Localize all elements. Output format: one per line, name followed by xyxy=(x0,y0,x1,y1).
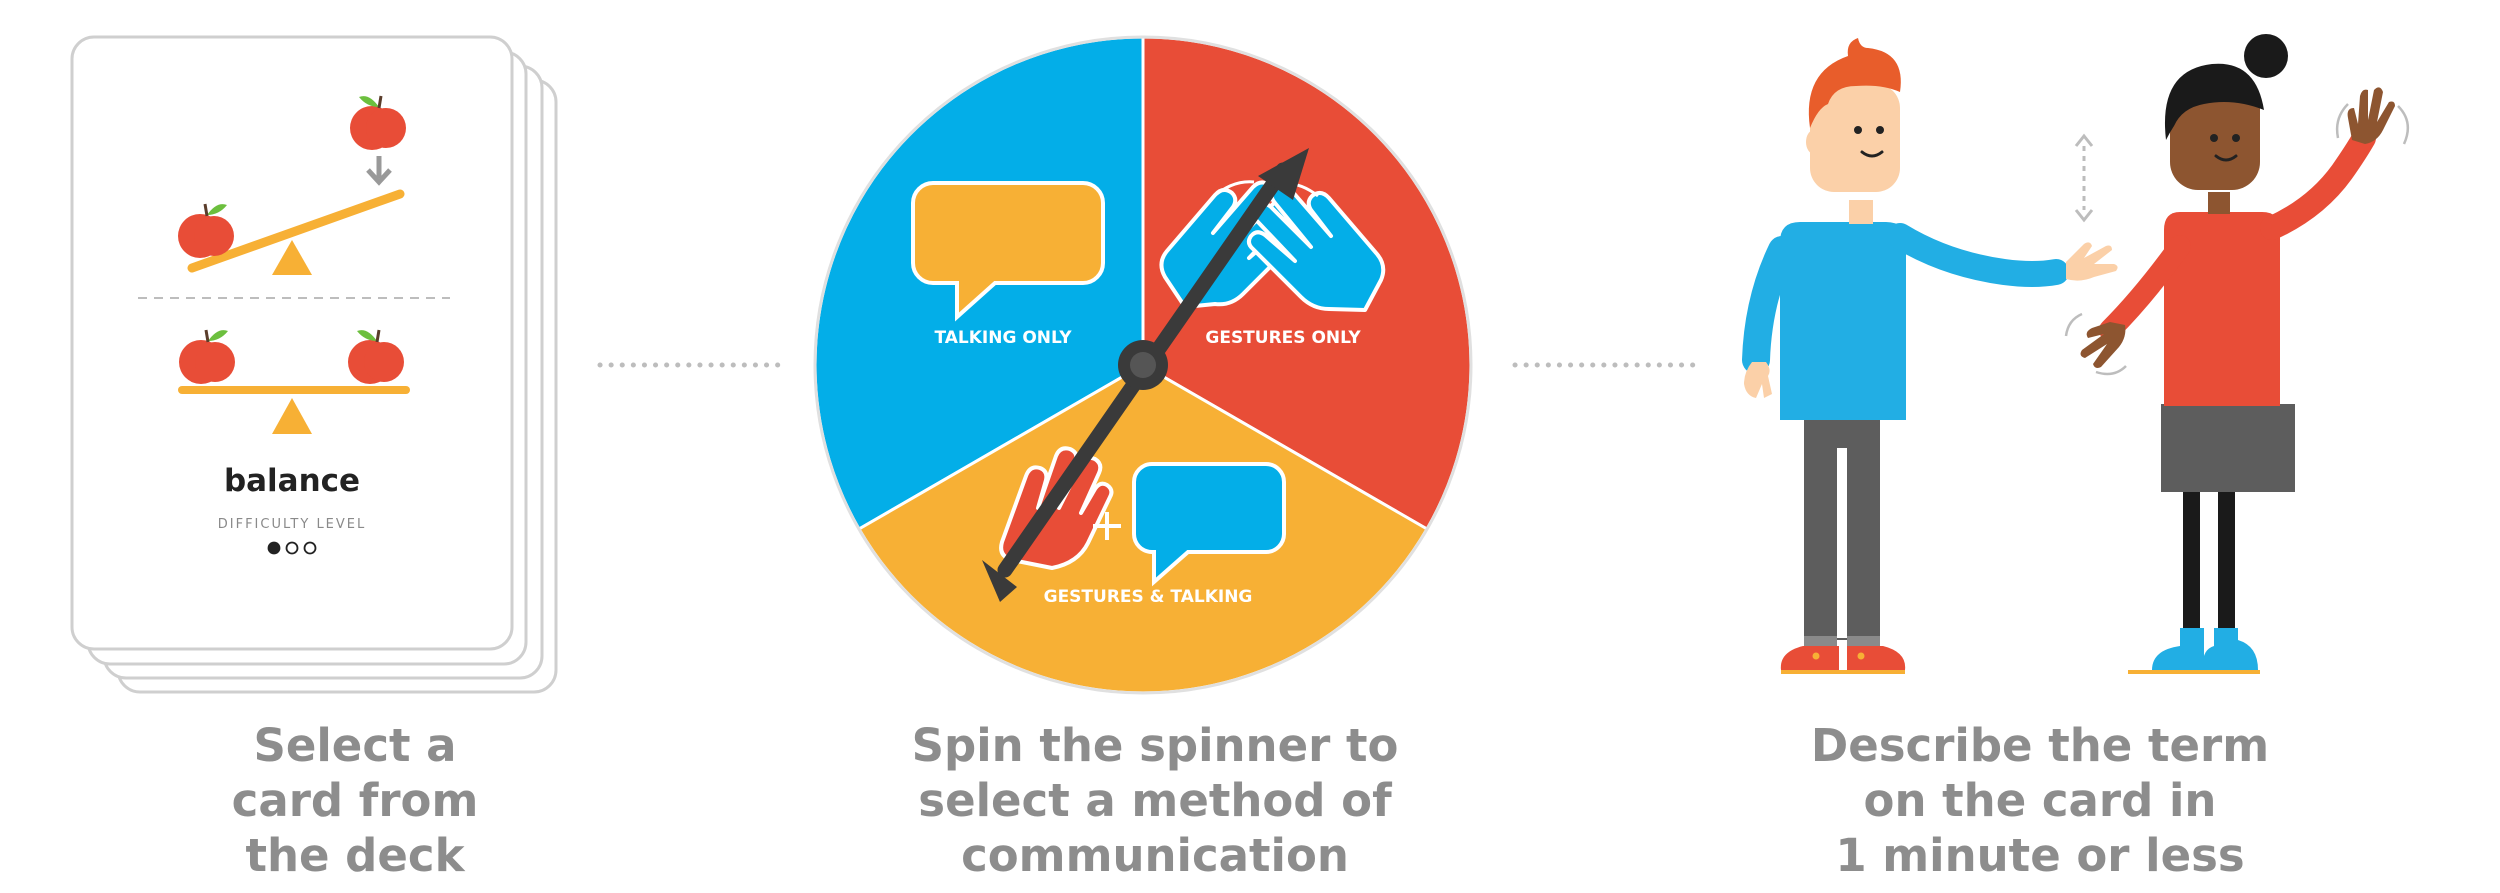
card-deck[interactable]: balance DIFFICULTY LEVEL xyxy=(70,35,558,694)
segment-label-gestures-talking: GESTURES & TALKING xyxy=(1044,587,1253,607)
caption-line: Spin the spinner to xyxy=(911,719,1399,772)
difficulty-dot-filled xyxy=(267,541,281,555)
step-caption-spin-spinner: Spin the spinner to select a method of c… xyxy=(855,718,1455,883)
plus-icon xyxy=(1093,512,1121,540)
apple-icon xyxy=(179,329,235,384)
apple-icon xyxy=(348,329,404,384)
arrow-down-icon xyxy=(366,156,392,186)
caption-line: Select a xyxy=(253,719,457,772)
apple-icon xyxy=(178,203,234,258)
woman-figure xyxy=(2064,34,2410,674)
people-illustration xyxy=(1742,34,2410,674)
difficulty-label: DIFFICULTY LEVEL xyxy=(218,517,367,532)
difficulty-dot-empty xyxy=(285,541,299,555)
caption-line: 1 minute or less xyxy=(1835,829,2245,882)
step-caption-select-card: Select a card from the deck xyxy=(155,718,555,883)
caption-line: card from xyxy=(231,774,479,827)
seesaw-balanced-illustration xyxy=(178,329,410,434)
segment-label-talking-only: TALKING ONLY xyxy=(934,328,1072,348)
caption-line: select a method of xyxy=(918,774,1392,827)
segment-label-gestures-only: GESTURES ONLY xyxy=(1205,328,1361,348)
step-caption-describe-term: Describe the term on the card in 1 minut… xyxy=(1740,718,2340,883)
difficulty-dots xyxy=(267,541,317,555)
speech-bubble-icon xyxy=(1132,462,1286,587)
caption-line: Describe the term xyxy=(1810,719,2270,772)
difficulty-dot-empty xyxy=(303,541,317,555)
card-term: balance xyxy=(224,463,360,499)
man-figure xyxy=(1742,38,2118,674)
height-indicator xyxy=(2074,133,2094,223)
deck-top-card xyxy=(70,35,514,651)
apple-icon xyxy=(350,95,406,150)
speech-bubble-icon xyxy=(911,181,1105,322)
spinner-needle[interactable] xyxy=(982,148,1309,602)
caption-line: communication xyxy=(961,829,1349,882)
seesaw-unbalanced-illustration xyxy=(178,95,406,275)
caption-line: on the card in xyxy=(1863,774,2217,827)
caption-line: the deck xyxy=(245,829,465,882)
spinner[interactable]: TALKING ONLY GESTURES ONLY GESTURES & TA… xyxy=(813,35,1473,695)
